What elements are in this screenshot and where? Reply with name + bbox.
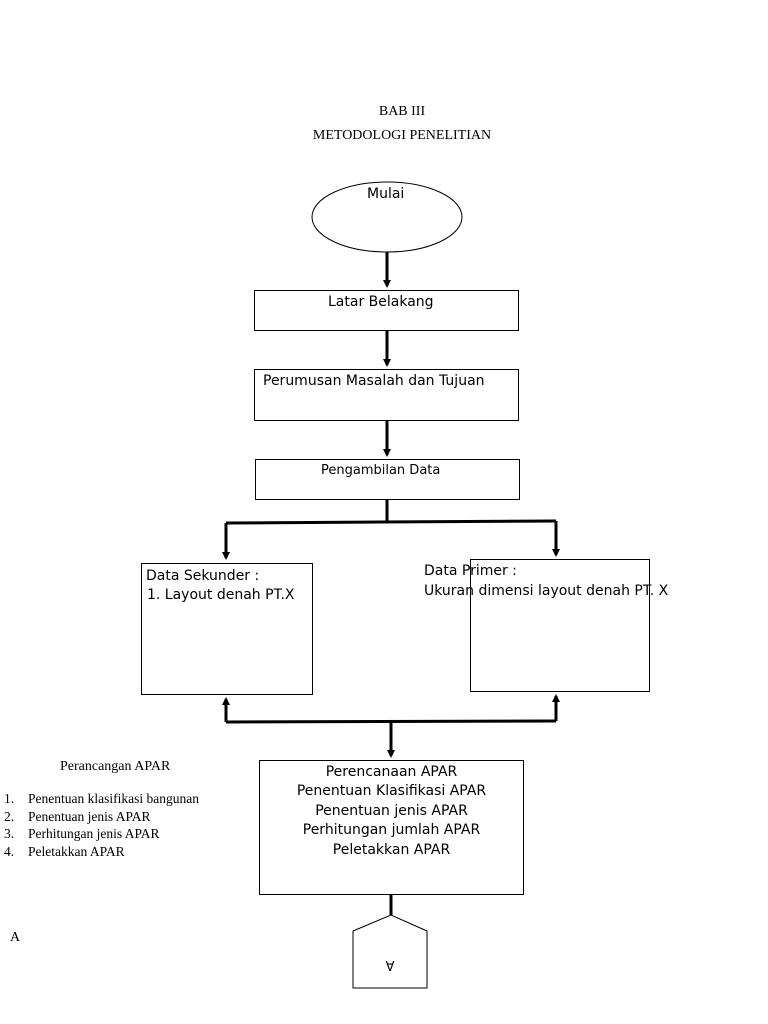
line-merge-horizontal (225, 719, 557, 724)
offpage-connector-shape (352, 914, 428, 989)
pengambilan-label: Pengambilan Data (321, 463, 441, 478)
list-item: 3.Perhitungan jenis APAR (4, 826, 160, 841)
section-marker: A (10, 930, 21, 945)
perumusan-label: Perumusan Masalah dan Tujuan (263, 373, 485, 389)
list-item: 1.Penentuan klasifikasi bangunan (4, 791, 199, 806)
perencanaan-box: Perencanaan APAR Penentuan Klasifikasi A… (259, 760, 524, 895)
data-sekunder-title: Data Sekunder : (146, 568, 260, 584)
perencanaan-line-3: Penentuan jenis APAR (315, 803, 468, 819)
pengambilan-box: Pengambilan Data (255, 459, 520, 500)
perumusan-box: Perumusan Masalah dan Tujuan (254, 369, 519, 421)
perencanaan-line-2: Penentuan Klasifikasi APAR (296, 783, 487, 799)
side-notes-list: 1.Penentuan klasifikasi bangunan 2.Penen… (4, 790, 199, 860)
data-primer-title: Data Primer : (424, 563, 517, 579)
list-item: 2.Penentuan jenis APAR (4, 808, 151, 824)
data-sekunder-box: Data Sekunder : 1. Layout denah PT.X (141, 563, 313, 695)
chapter-title: BAB III (378, 104, 426, 119)
data-sekunder-item: 1. Layout denah PT.X (147, 587, 295, 603)
perencanaan-line-4: Perhitungan jumlah APAR (302, 822, 481, 838)
latar-belakang-box: Latar Belakang (254, 290, 519, 331)
connector-label: A (385, 957, 394, 972)
list-item: 4.Peletakkan APAR (4, 843, 125, 859)
data-primer-item: Ukuran dimensi layout denah PT. X (424, 583, 669, 599)
data-primer-box (470, 559, 650, 692)
start-label: Mulai (367, 186, 405, 202)
latar-belakang-label: Latar Belakang (328, 294, 434, 310)
line-split-horizontal (225, 519, 557, 525)
chapter-subtitle: METODOLOGI PENELITIAN (312, 128, 492, 143)
perencanaan-line-5: Peletakkan APAR (332, 842, 451, 858)
perencanaan-line-1: Perencanaan APAR (325, 764, 458, 780)
side-notes-heading: Perancangan APAR (60, 759, 171, 774)
